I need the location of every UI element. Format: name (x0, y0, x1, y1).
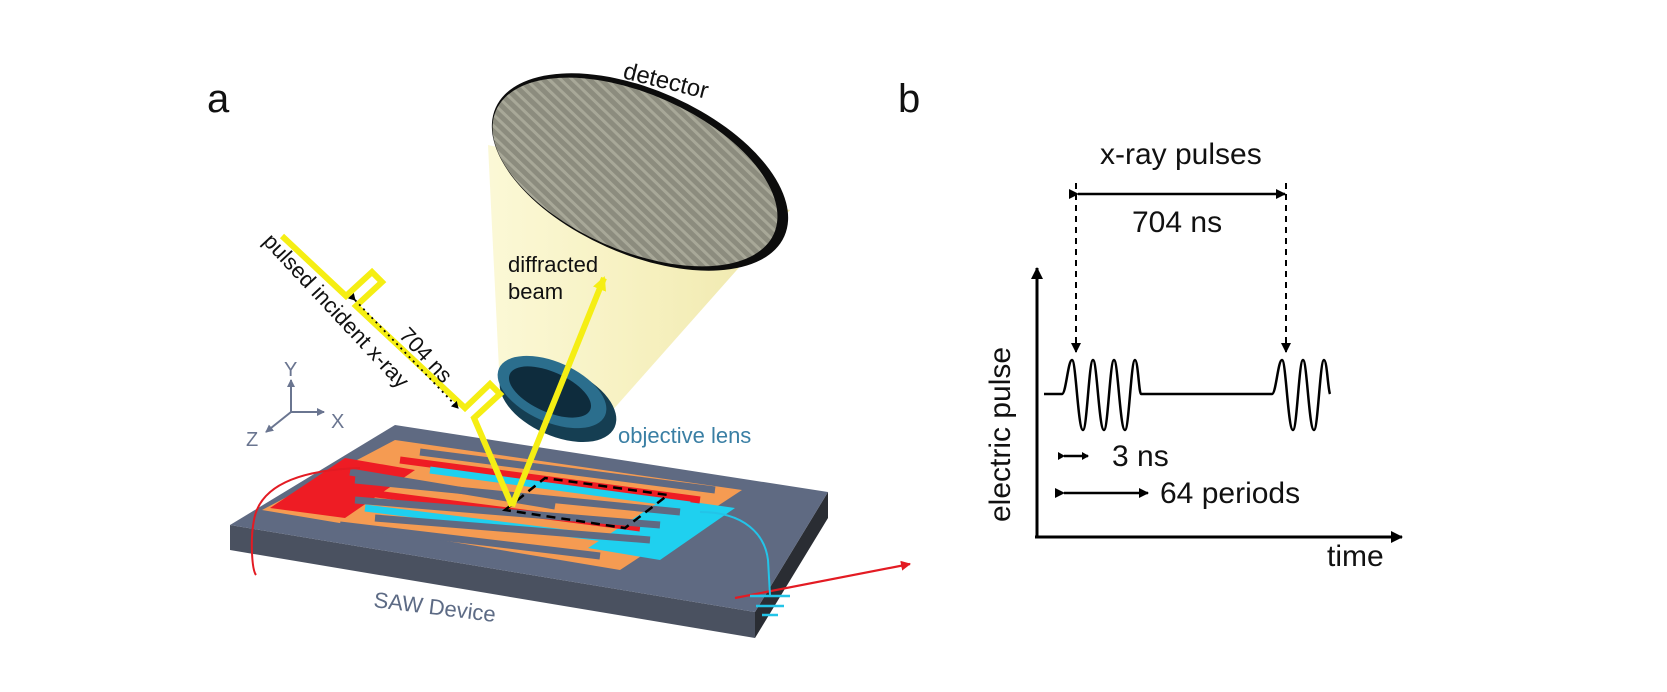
saw-device: SAW Device (230, 425, 828, 638)
diffracted-label-1: diffracted (508, 252, 598, 277)
periods-label: 64 periods (1160, 477, 1300, 510)
red-wire-out-arrow (734, 560, 911, 600)
device-label: SAW Device (372, 587, 497, 627)
red-pad (270, 458, 415, 518)
axis-y-label: Y (284, 359, 297, 381)
axes-triad (265, 379, 325, 433)
substrate-side-right (755, 492, 828, 638)
detector-assembly: detector (488, 58, 790, 430)
axis-z-label: Z (246, 429, 258, 451)
period-label: 3 ns (1112, 440, 1169, 473)
cyan-wire (699, 511, 771, 596)
panel-b-label: b (898, 77, 920, 121)
substrate-side-front (230, 525, 755, 638)
cyan-pad (588, 498, 735, 560)
objective-lens: objective lens (497, 355, 751, 448)
measurement-region (501, 476, 672, 530)
x-axis-label: time (1327, 540, 1384, 573)
detector-screen (492, 77, 778, 267)
lens-aperture (508, 366, 592, 418)
axis-x-label: X (331, 411, 344, 433)
panel-b: b electric pulse time x-ray pulses 704 n… (898, 77, 1403, 573)
interval-arrow (347, 292, 459, 409)
pulse-interval-label: 704 ns (1132, 206, 1222, 239)
incident-label: pulsed incident x-ray (258, 228, 414, 393)
diffracted-label-2: beam (508, 279, 563, 304)
ground-icon (750, 594, 790, 617)
electric-waveform (1044, 358, 1332, 432)
objective-lens-label: objective lens (618, 423, 751, 448)
panel-a: a SAW Device (207, 58, 911, 638)
y-axis-label: electric pulse (984, 347, 1017, 522)
red-wire-in (250, 467, 361, 576)
panel-a-label: a (207, 77, 230, 121)
pulses-label: x-ray pulses (1100, 138, 1262, 171)
